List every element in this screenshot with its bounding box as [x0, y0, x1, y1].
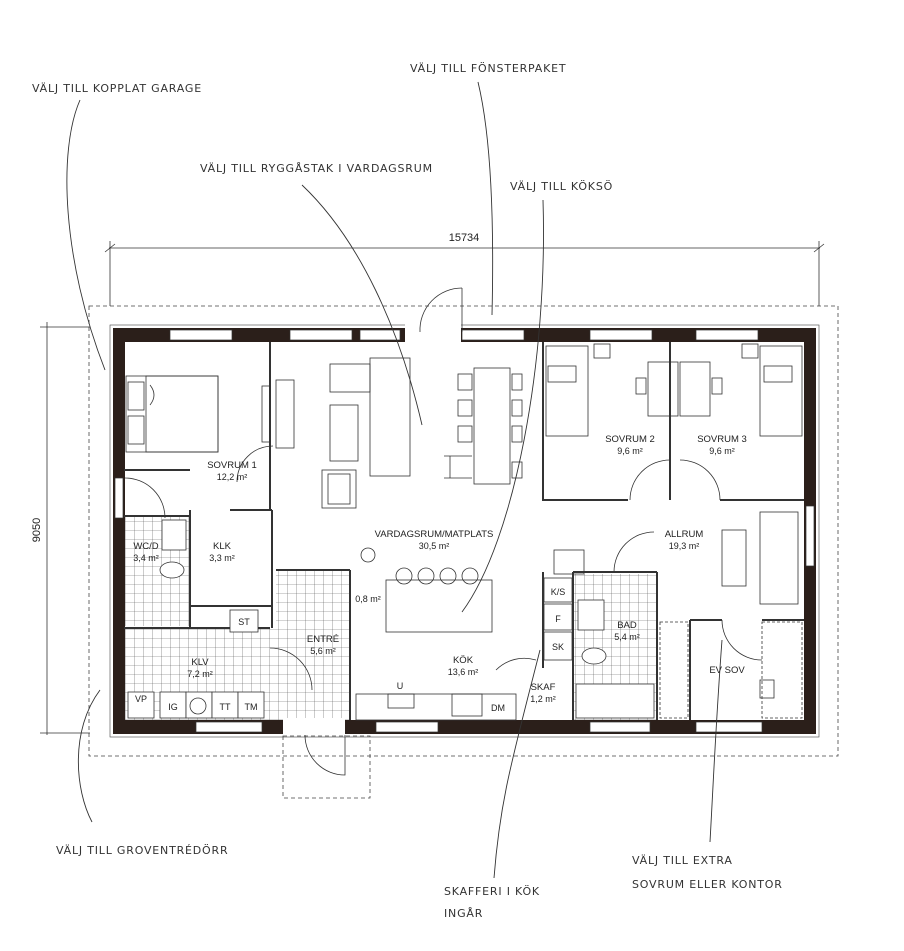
fixture-vp: VP — [135, 694, 147, 704]
annotation-pantry-line2: INGÅR — [444, 907, 483, 920]
fixture-ks: K/S — [551, 587, 566, 597]
annotation-entry-door: VÄLJ TILL GROVENTRÉDÖRR — [56, 844, 228, 857]
room-area-kok: 13,6 m² — [448, 667, 479, 677]
fixture-st: ST — [238, 617, 250, 627]
annotation-island: VÄLJ TILL KÖKSÖ — [510, 180, 613, 193]
room-area-vardagsrum: 30,5 m² — [419, 541, 450, 551]
windows — [114, 329, 815, 733]
room-name-klv: KLV — [191, 657, 209, 668]
annotation-extra-line2: SOVRUM ELLER KONTOR — [632, 878, 783, 891]
annotation-garage: VÄLJ TILL KOPPLAT GARAGE — [32, 82, 202, 95]
room-area-bad: 5,4 m² — [614, 632, 640, 642]
annotation-windows: VÄLJ TILL FÖNSTERPAKET — [410, 62, 566, 75]
annotation-pantry-line1: SKAFFERI I KÖK — [444, 885, 540, 898]
room-area-sovrum1: 12,2 m² — [217, 472, 248, 482]
plot-outline — [88, 305, 839, 757]
room-name-allrum: ALLRUM — [665, 529, 704, 540]
fixture-f: F — [555, 614, 561, 624]
room-name-bad: BAD — [617, 620, 637, 631]
bath-fixtures — [159, 519, 655, 719]
room-name-sovrum2: SOVRUM 2 — [605, 434, 655, 445]
annotation-leaders — [66, 81, 723, 879]
living-furniture — [321, 357, 523, 563]
room-name-wc: WC/D — [133, 541, 158, 552]
room-area-sovrum2: 9,6 m² — [617, 446, 643, 456]
fixture-ig: IG — [168, 702, 178, 712]
door-swings — [124, 287, 763, 776]
room-name-klk: KLK — [213, 541, 232, 552]
bed-sovrum-1 — [125, 375, 219, 453]
room-area-skaf: 1,2 m² — [530, 694, 556, 704]
room-area-small: 0,8 m² — [355, 594, 381, 604]
kitchen-counters — [355, 549, 585, 721]
dimension-width — [104, 241, 825, 306]
dimension-depth — [40, 322, 90, 735]
laundry-fixtures — [127, 609, 265, 719]
room-name-sovrum1: SOVRUM 1 — [207, 460, 257, 471]
room-area-allrum: 19,3 m² — [669, 541, 700, 551]
room-name-skaf: SKAF — [531, 682, 556, 693]
room-name-entre: ENTRÉ — [307, 634, 339, 645]
depth-dimension-label: 9050 — [31, 518, 43, 542]
width-dimension-label: 15734 — [449, 232, 480, 244]
fixture-dm: DM — [491, 703, 505, 713]
room-name-kok: KÖK — [453, 655, 474, 666]
room-name-sovrum3: SOVRUM 3 — [697, 434, 747, 445]
room-area-wc: 3,4 m² — [133, 553, 159, 563]
ev-sov-bed — [659, 621, 803, 719]
room-area-klv: 7,2 m² — [187, 669, 213, 679]
entry-step — [282, 735, 371, 799]
fixture-u: U — [397, 681, 404, 691]
annotation-extra-line1: VÄLJ TILL EXTRA — [632, 854, 733, 867]
allrum-furniture — [721, 511, 799, 605]
fixture-sk: SK — [552, 642, 564, 652]
room-name-vardagsrum: VARDAGSRUM/MATPLATS — [375, 529, 494, 540]
room-name-evsov: EV SOV — [709, 665, 745, 676]
wardrobe-sovrum-1 — [261, 379, 295, 449]
bedroom-2-3-furniture — [545, 343, 803, 437]
fixture-tt: TT — [220, 702, 231, 712]
room-area-klk: 3,3 m² — [209, 553, 235, 563]
annotation-ridge: VÄLJ TILL RYGGÅSTAK I VARDAGSRUM — [200, 162, 433, 175]
fixture-tm: TM — [245, 702, 258, 712]
room-area-entre: 5,6 m² — [310, 646, 336, 656]
room-area-sovrum3: 9,6 m² — [709, 446, 735, 456]
